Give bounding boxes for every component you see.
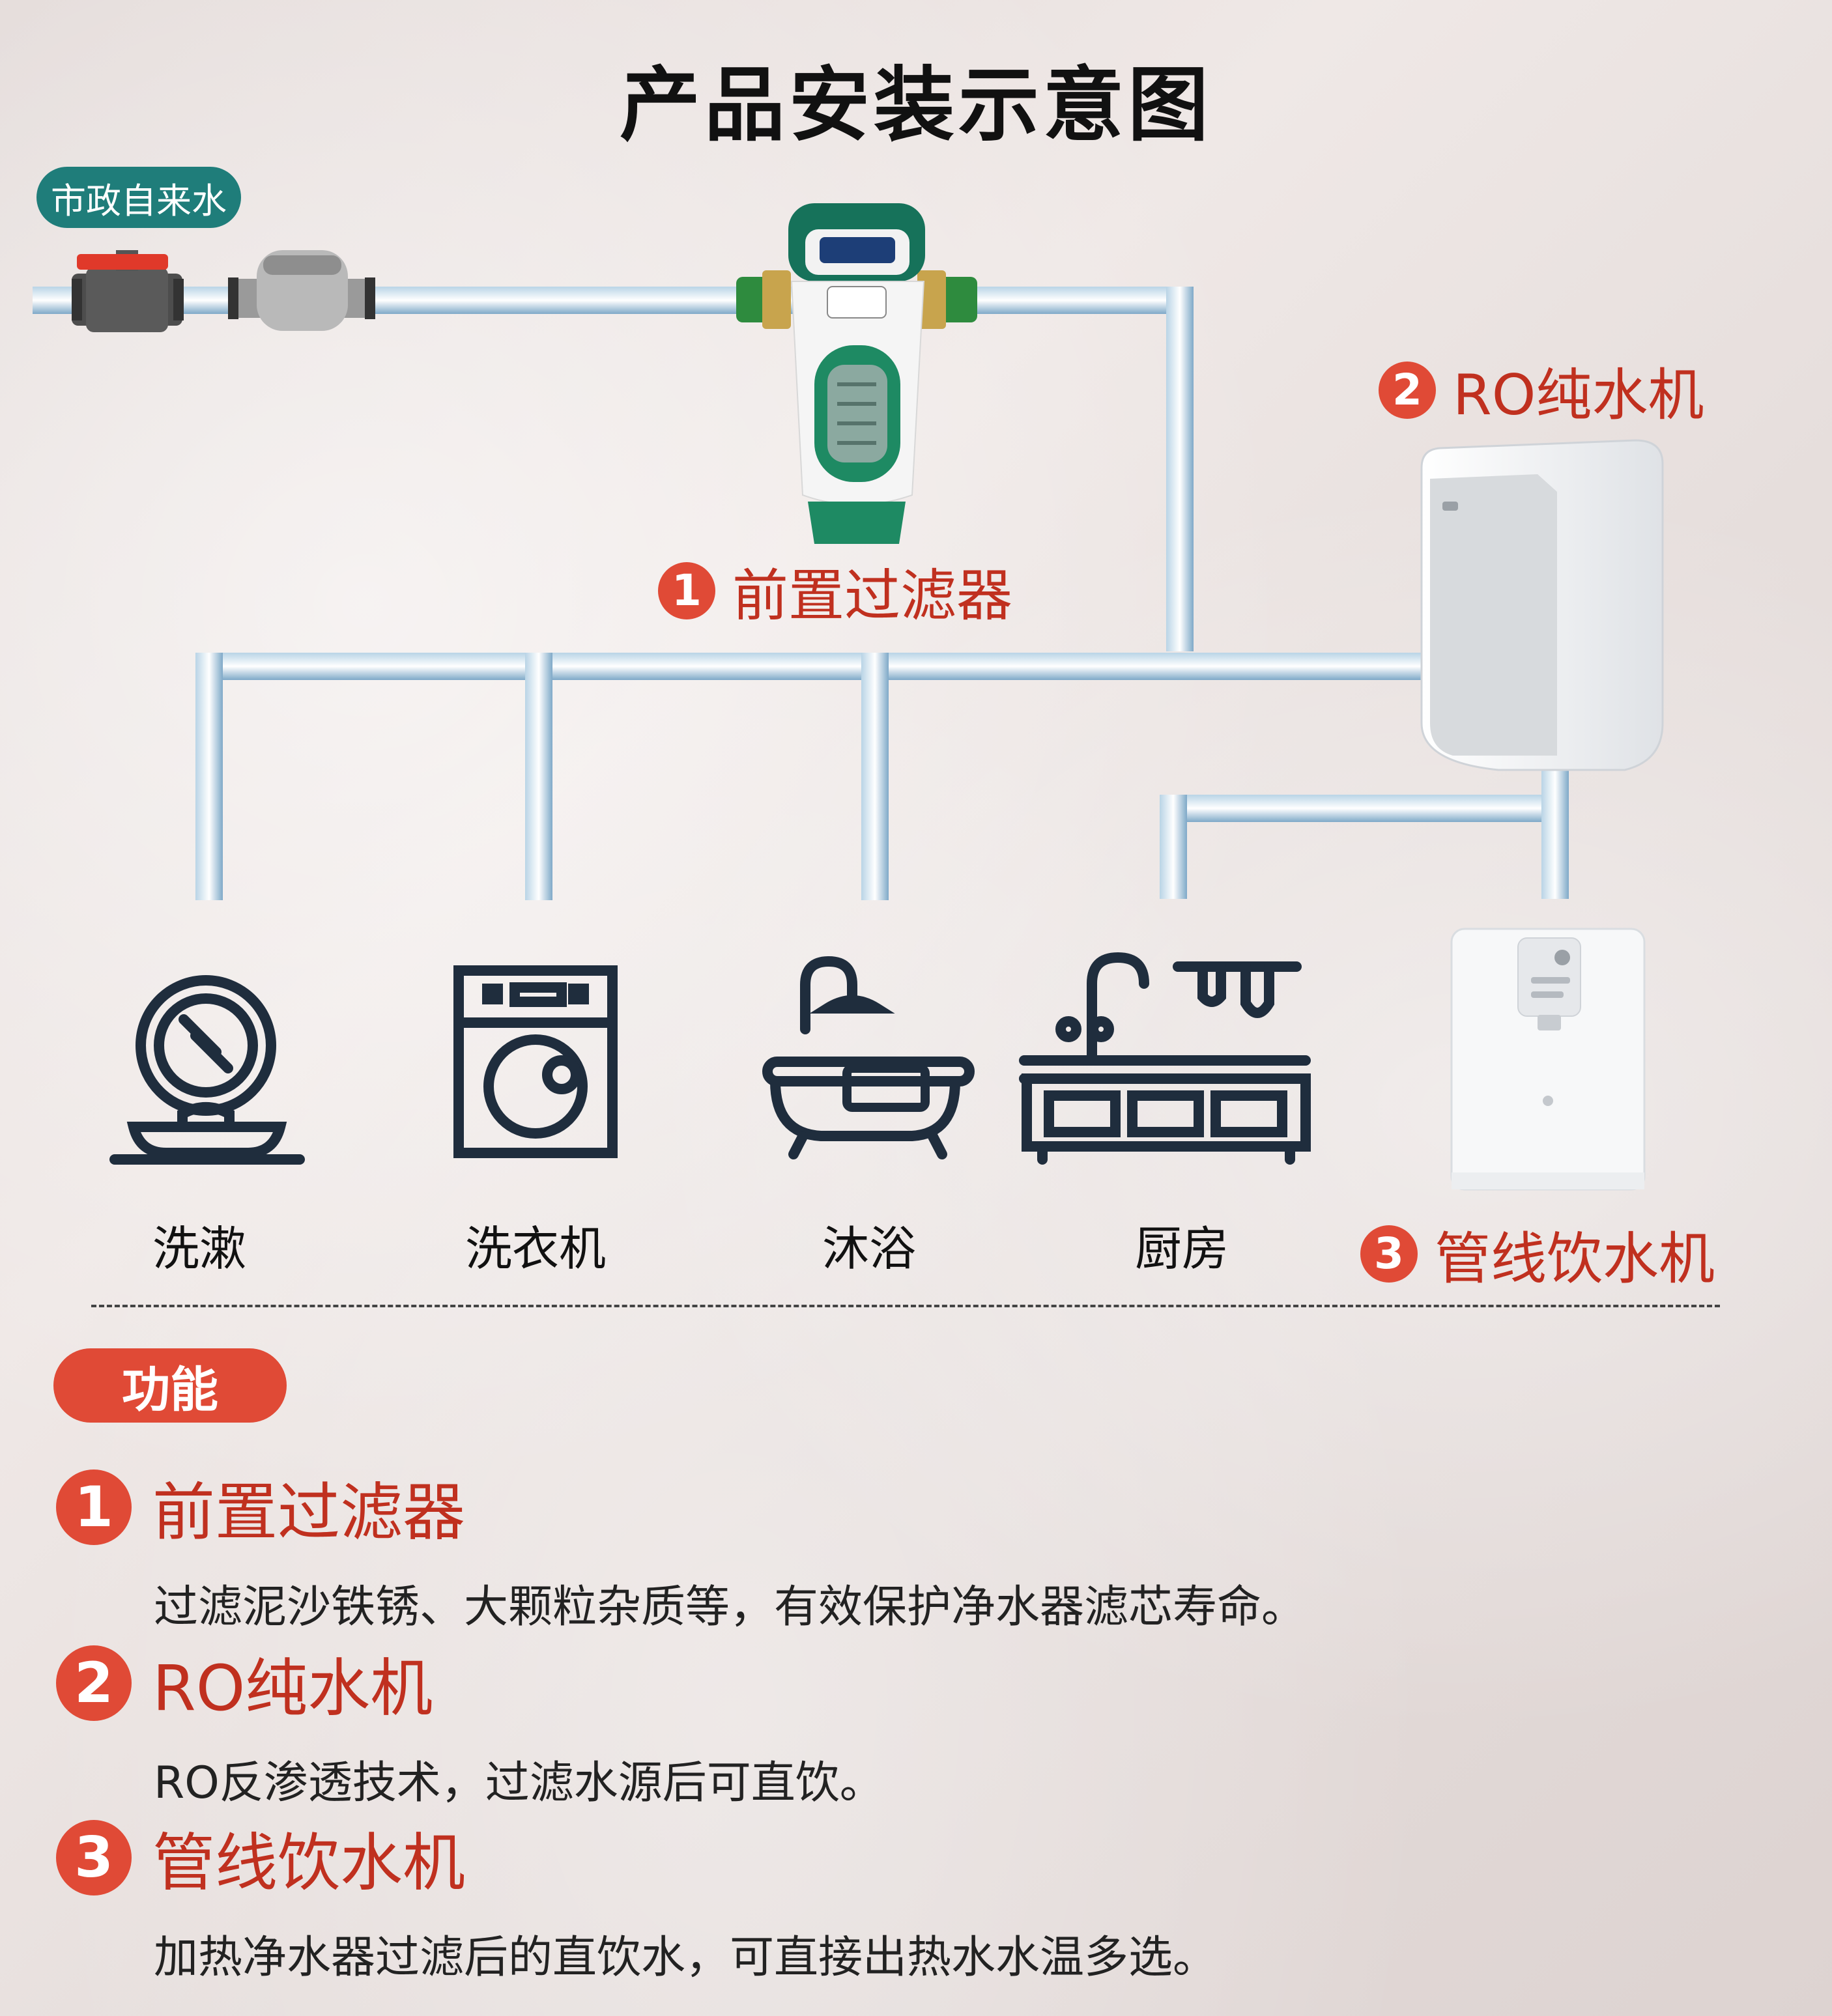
callout-number-3: 3 xyxy=(1360,1225,1418,1283)
callout-label-pre-filter: 前置过滤器 xyxy=(732,563,1012,629)
function-item-3: 3 管线饮水机 加热净水器过滤后的直饮水，可直接出热水水温多选。 xyxy=(56,1812,1217,1985)
room-label-washbasin: 洗漱 xyxy=(152,1221,246,1276)
kitchen-icon xyxy=(1019,952,1311,1165)
source-badge: 市政自来水 xyxy=(36,167,241,228)
function-title-2: RO纯水机 xyxy=(152,1652,433,1725)
callout-pre-filter: 1 前置过滤器 xyxy=(658,550,1012,631)
room-label-bath: 沐浴 xyxy=(822,1221,916,1276)
room-label-washing-machine: 洗衣机 xyxy=(465,1221,606,1276)
section-divider xyxy=(91,1305,1720,1307)
callout-label-ro: RO纯水机 xyxy=(1453,363,1704,428)
function-number-3: 3 xyxy=(56,1819,132,1895)
callout-dispenser: 3 管线饮水机 xyxy=(1360,1213,1715,1294)
callout-label-dispenser: 管线饮水机 xyxy=(1435,1227,1715,1292)
washbasin-icon xyxy=(109,975,305,1165)
page-title: 产品安装示意图 xyxy=(619,59,1212,152)
callout-number-1: 1 xyxy=(658,561,715,619)
function-desc-3: 加热净水器过滤后的直饮水，可直接出热水水温多选。 xyxy=(154,1932,1218,1983)
function-number-2: 2 xyxy=(56,1645,132,1721)
function-badge: 功能 xyxy=(53,1348,287,1423)
washing-machine-icon xyxy=(453,965,618,1158)
pre-filter-device xyxy=(736,203,977,544)
pipe-network xyxy=(33,287,1569,900)
bathtub-shower-icon xyxy=(762,956,975,1159)
valve-icon xyxy=(72,250,184,332)
pipeline-dispenser-device xyxy=(1450,928,1646,1191)
function-title-3: 管线饮水机 xyxy=(152,1826,465,1899)
callout-number-2: 2 xyxy=(1379,361,1436,419)
water-meter-icon xyxy=(228,250,375,331)
function-desc-2: RO反渗透技术，过滤水源后可直饮。 xyxy=(154,1757,884,1809)
function-item-1: 1 前置过滤器 过滤泥沙铁锈、大颗粒杂质等，有效保护净水器滤芯寿命。 xyxy=(56,1462,1306,1635)
function-desc-1: 过滤泥沙铁锈、大颗粒杂质等，有效保护净水器滤芯寿命。 xyxy=(154,1582,1306,1633)
function-title-1: 前置过滤器 xyxy=(152,1476,465,1549)
ro-purifier-device xyxy=(1420,439,1664,771)
function-number-1: 1 xyxy=(56,1469,132,1545)
room-label-kitchen: 厨房 xyxy=(1134,1221,1229,1276)
function-item-2: 2 RO纯水机 RO反渗透技术，过滤水源后可直饮。 xyxy=(56,1638,884,1811)
callout-ro: 2 RO纯水机 xyxy=(1379,349,1704,431)
